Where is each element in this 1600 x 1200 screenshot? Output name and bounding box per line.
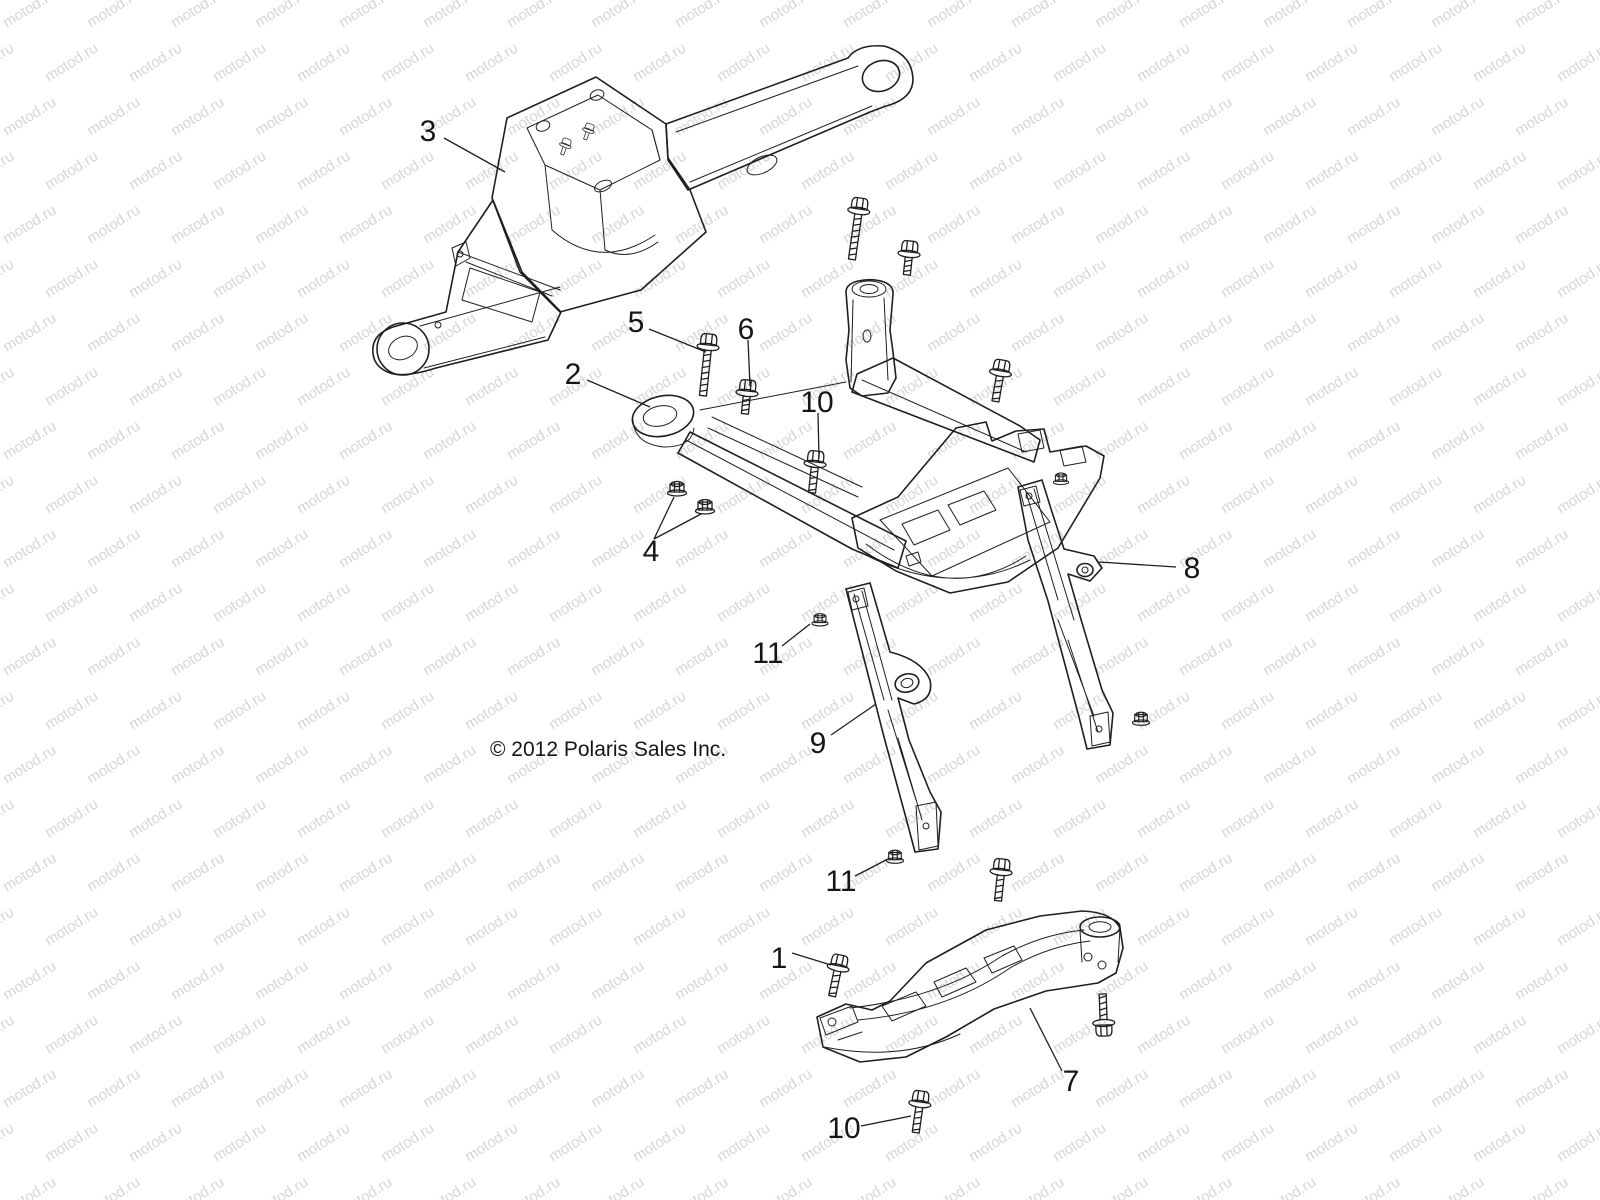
clamp-boss [1076, 562, 1094, 578]
bolt-flanged [983, 357, 1015, 404]
part-9-support-rail-left [845, 582, 942, 853]
small-hole [827, 1017, 837, 1027]
boss-hole [589, 89, 605, 101]
callout-10-upper: 10 [800, 386, 833, 419]
leader-line-8 [1098, 561, 1177, 568]
small-hole [1095, 725, 1103, 733]
bolt-inverted [1091, 992, 1116, 1038]
floor-hole [594, 179, 612, 193]
part-7-front-rack-support [816, 910, 1124, 1063]
part-3-rack-support-bracket [372, 44, 914, 376]
mounting-boss [376, 322, 430, 376]
nut-11-lower [885, 849, 905, 864]
side-hole [862, 329, 872, 343]
leader-line-10b [860, 1115, 912, 1127]
part-8-support-rail-right [1017, 479, 1114, 750]
mounting-boss [631, 394, 695, 438]
leader-line-5 [648, 328, 707, 353]
mounting-hole [861, 59, 901, 93]
nut-small [1131, 711, 1151, 726]
small-hole [434, 321, 442, 329]
copyright-text: © 2012 Polaris Sales Inc. [490, 738, 726, 761]
callout-1: 1 [771, 942, 788, 975]
bolt-6 [733, 378, 761, 416]
callout-11-upper: 11 [752, 637, 783, 670]
mounting-hole [388, 335, 418, 361]
callout-6: 6 [738, 313, 755, 346]
callout-3: 3 [420, 115, 437, 148]
bolt-flanged-long [840, 195, 873, 262]
nut-4a [666, 480, 688, 497]
leader-line-1 [791, 952, 832, 966]
small-hole [456, 250, 464, 258]
small-hole [1083, 952, 1093, 962]
leader-line-2 [586, 379, 651, 408]
stud-bolt [582, 122, 595, 141]
mounting-hole [642, 405, 678, 427]
bolt-flanged-short [895, 239, 923, 277]
leader-line-9 [830, 703, 877, 736]
nut-11-upper [811, 613, 829, 627]
callout-5: 5 [628, 306, 645, 339]
bolt-5 [691, 332, 722, 398]
callout-9: 9 [810, 727, 827, 760]
clamp-boss [894, 672, 920, 694]
stud-bolt [559, 137, 572, 156]
leader-line-10a [817, 412, 820, 459]
leader-line-4a [653, 496, 675, 540]
slot-hole [746, 154, 778, 176]
leader-line-11a [781, 623, 811, 647]
leader-line-7 [1029, 1007, 1063, 1072]
mounting-boss [1079, 916, 1121, 938]
bolt-10-upper [800, 449, 829, 495]
part-2-frame-support [631, 278, 1105, 594]
leader-line-11b [854, 858, 889, 877]
small-hole [922, 822, 930, 830]
small-hole [1025, 492, 1033, 500]
boss-hole [535, 120, 551, 132]
callout-7: 7 [1063, 1065, 1080, 1098]
small-hole [1097, 960, 1107, 970]
callout-10-lower: 10 [827, 1112, 860, 1145]
leader-line-4b [653, 513, 702, 540]
bolt-1 [820, 952, 853, 1000]
callout-2: 2 [565, 358, 582, 391]
callout-4: 4 [643, 535, 660, 568]
leader-line-3 [443, 137, 506, 173]
callout-8: 8 [1184, 552, 1201, 585]
nut-small [1052, 472, 1070, 486]
nut-4b [694, 498, 716, 515]
bolt-flanged [986, 857, 1015, 903]
callout-11-lower: 11 [825, 865, 856, 898]
tower-hole [859, 284, 879, 294]
leader-line-6 [747, 339, 751, 387]
mounting-hole [1088, 921, 1112, 933]
bolt-10-lower [904, 1088, 934, 1135]
